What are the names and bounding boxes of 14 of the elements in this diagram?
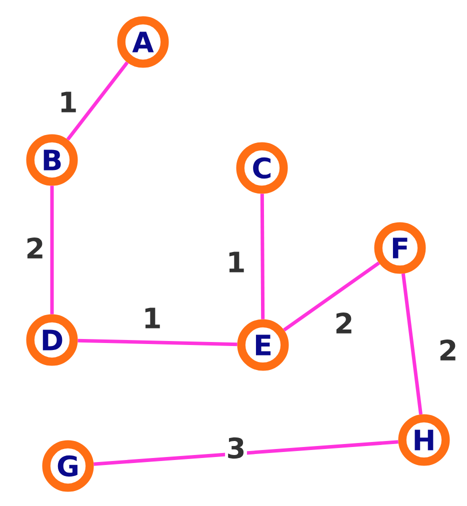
weight-label: 1 bbox=[57, 90, 79, 114]
edge-line bbox=[78, 338, 238, 346]
weight-label: 2 bbox=[24, 236, 46, 260]
weight-label: 2 bbox=[437, 338, 459, 362]
weight-label: 3 bbox=[225, 436, 247, 460]
edge-line bbox=[50, 186, 54, 314]
edge-line bbox=[283, 261, 380, 332]
weight-label: 2 bbox=[333, 311, 355, 335]
edge-line bbox=[401, 273, 423, 415]
edge-line bbox=[94, 440, 398, 466]
edge-line bbox=[66, 61, 129, 141]
edge-line bbox=[260, 194, 265, 320]
weight-label: 1 bbox=[141, 306, 163, 330]
weight-label: 1 bbox=[225, 250, 247, 274]
